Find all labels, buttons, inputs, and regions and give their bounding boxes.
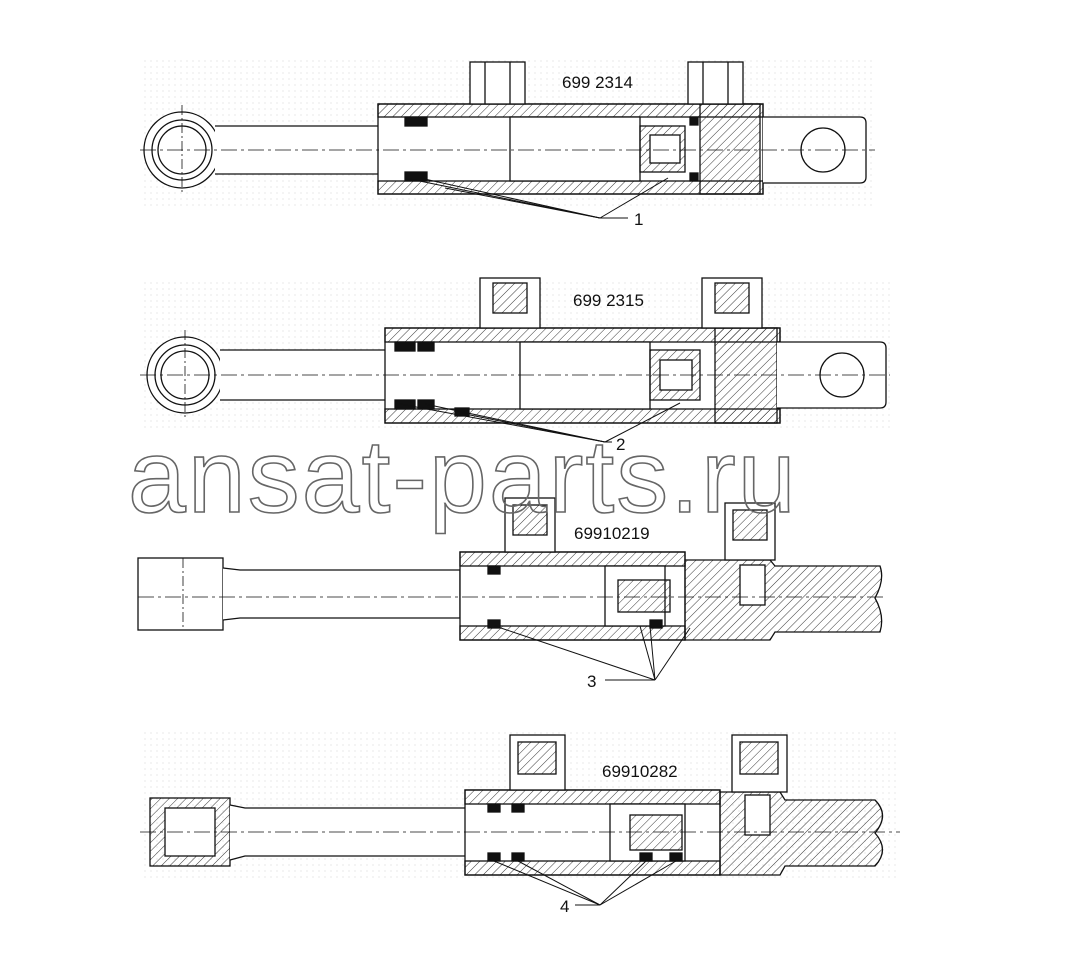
part-number-label-1: 699 2314	[562, 73, 633, 92]
assembly-2	[140, 277, 890, 443]
assembly-1	[140, 60, 875, 219]
assembly-3	[137, 497, 885, 681]
rod-end-3	[137, 557, 224, 631]
port-1a	[469, 61, 526, 105]
tail-clevis-1	[763, 116, 867, 184]
port-1b	[687, 61, 744, 105]
callout-2: 2	[616, 435, 625, 454]
assembly-4	[140, 728, 900, 906]
tail-clevis-2	[777, 341, 887, 409]
piston-rod-3	[222, 567, 461, 621]
callout-1: 1	[634, 210, 643, 229]
callout-4: 4	[560, 897, 569, 916]
part-number-label-4: 69910282	[602, 762, 678, 781]
part-number-label-3: 69910219	[574, 524, 650, 543]
part-number-label-2: 699 2315	[573, 291, 644, 310]
callout-3: 3	[587, 672, 596, 691]
watermark: ansat-parts.ru	[128, 419, 798, 535]
head-block-3	[684, 559, 883, 641]
piston-rod-4	[229, 804, 471, 861]
